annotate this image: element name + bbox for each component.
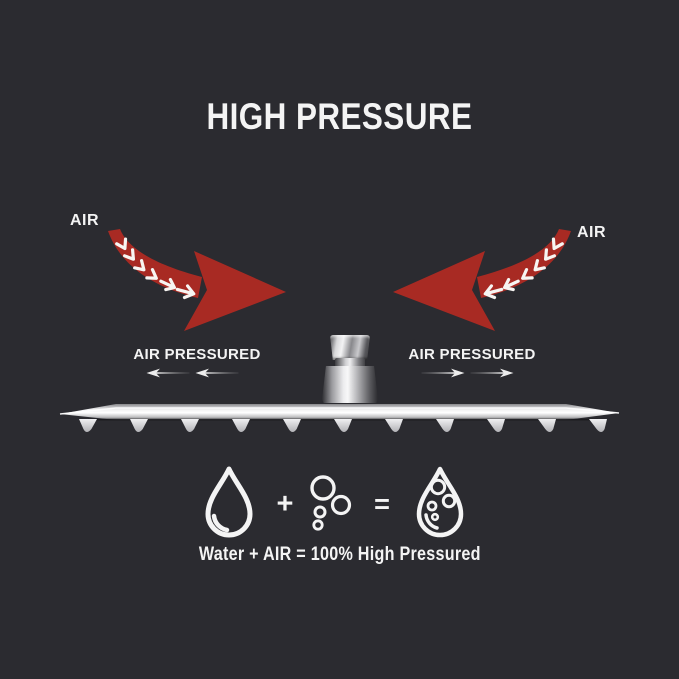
page-title-text: HIGH PRESSURE <box>206 96 473 137</box>
air-flow-arrow-left-icon <box>108 229 286 331</box>
nozzle <box>589 419 607 432</box>
formula-caption-text: Water + AIR = 100% High Pressured <box>198 544 481 565</box>
nozzle <box>487 419 505 432</box>
plus-sign: + <box>276 488 294 520</box>
nozzle <box>232 419 250 432</box>
nozzle <box>79 419 97 432</box>
air-pressured-label-right: AIR PRESSURED <box>408 346 536 363</box>
connector-nut <box>330 335 370 360</box>
shower-head-plate <box>59 404 620 432</box>
air-pressured-label-left: AIR PRESSURED <box>133 346 261 363</box>
formula-caption: Water + AIR = 100% High Pressured <box>0 544 679 566</box>
nozzle <box>385 419 403 432</box>
nozzle <box>538 419 556 432</box>
pressured-arrow-left-icon <box>195 368 239 378</box>
connector-body <box>322 366 378 403</box>
pressured-arrow-right-icon <box>421 368 465 378</box>
connector-neck <box>335 358 365 368</box>
nozzle <box>283 419 301 432</box>
nozzle <box>130 419 148 432</box>
nozzle <box>436 419 454 432</box>
air-bubbles-icon <box>310 475 352 531</box>
nozzle <box>334 419 352 432</box>
nozzle-row <box>79 419 607 432</box>
water-drop-with-bubbles-icon <box>416 466 464 538</box>
air-label-left: AIR <box>70 212 100 229</box>
air-flow-arrow-right-icon <box>393 229 571 331</box>
flow-chevrons-left <box>115 237 196 300</box>
water-drop-icon <box>205 466 253 538</box>
shower-connector <box>320 335 380 403</box>
equals-sign: = <box>374 489 390 519</box>
nozzle <box>181 419 199 432</box>
page-title: HIGH PRESSURE <box>0 96 679 138</box>
pressured-arrow-right-icon <box>470 368 514 378</box>
pressured-arrow-left-icon <box>146 368 190 378</box>
flow-chevrons-right <box>483 237 564 300</box>
air-label-right: AIR <box>577 224 607 241</box>
